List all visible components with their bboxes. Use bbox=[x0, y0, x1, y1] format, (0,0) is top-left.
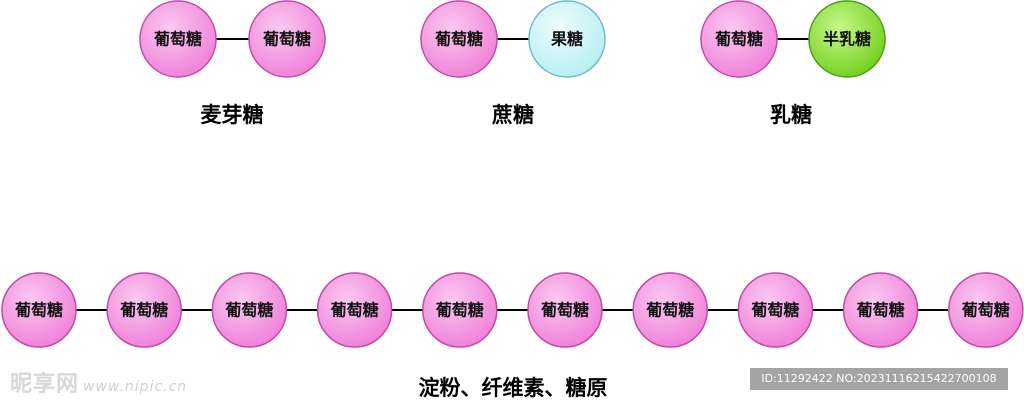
monomer-label: 葡萄糖 bbox=[540, 301, 589, 320]
monomer-node: 葡萄糖 bbox=[106, 272, 182, 348]
monomer-node: 葡萄糖 bbox=[139, 0, 217, 78]
monomer-node: 葡萄糖 bbox=[211, 272, 288, 348]
chain-nodes: 葡萄糖 葡萄糖 葡萄糖 葡萄糖 葡萄糖 葡萄糖 葡萄糖 葡萄糖 葡萄糖 葡萄糖 bbox=[1, 272, 1024, 348]
glucose-circle bbox=[422, 272, 498, 348]
glucose-circle bbox=[737, 272, 814, 348]
glucose-circle bbox=[1, 272, 77, 348]
fructose-circle bbox=[528, 0, 606, 78]
glucose-circle bbox=[948, 272, 1024, 348]
glucose-circle bbox=[106, 272, 182, 348]
monomer-node: 半乳糖 bbox=[808, 0, 886, 78]
watermark-id: ID:11292422 NO:20231116215422700108 bbox=[750, 368, 1008, 390]
glucose-circle bbox=[420, 0, 498, 78]
monomer-label: 葡萄糖 bbox=[119, 301, 168, 320]
monomer-label: 葡萄糖 bbox=[435, 301, 484, 320]
monomer-node: 葡萄糖 bbox=[316, 272, 393, 348]
monomer-node: 葡萄糖 bbox=[737, 272, 814, 348]
monomer-node: 葡萄糖 bbox=[527, 272, 603, 348]
monomer-label: 葡萄糖 bbox=[262, 30, 311, 49]
monomer-label: 葡萄糖 bbox=[330, 301, 379, 320]
disaccharide-lactose: 葡萄糖 半乳糖 乳糖 bbox=[700, 0, 886, 127]
glucose-circle bbox=[632, 272, 708, 348]
monomer-node: 葡萄糖 bbox=[700, 0, 778, 78]
monomer-node: 葡萄糖 bbox=[422, 272, 498, 348]
monomer-label: 葡萄糖 bbox=[714, 30, 763, 49]
monomer-label: 半乳糖 bbox=[823, 30, 871, 49]
monomer-node: 葡萄糖 bbox=[1, 272, 77, 348]
monomer-label: 葡萄糖 bbox=[645, 301, 694, 320]
molecule-name: 乳糖 bbox=[770, 103, 812, 127]
watermark-url: www.nipic.cn bbox=[83, 379, 188, 395]
polysaccharide-chain: 葡萄糖 葡萄糖 葡萄糖 葡萄糖 葡萄糖 葡萄糖 葡萄糖 葡萄糖 葡萄糖 葡萄糖 淀粉、纤维素、糖原 bbox=[1, 272, 1024, 400]
monomer-label: 葡萄糖 bbox=[750, 301, 799, 320]
glucose-circle bbox=[248, 0, 326, 78]
monomer-node: 葡萄糖 bbox=[948, 272, 1024, 348]
glucose-circle bbox=[700, 0, 778, 78]
glucose-circle bbox=[139, 0, 217, 78]
molecule-name: 蔗糖 bbox=[491, 103, 534, 127]
monomer-label: 葡萄糖 bbox=[434, 30, 483, 49]
monomer-node: 果糖 bbox=[528, 0, 606, 78]
glucose-circle bbox=[211, 272, 288, 348]
watermark-logo-text: 昵享网 bbox=[10, 372, 80, 397]
monomer-label: 果糖 bbox=[550, 30, 583, 49]
glucose-circle bbox=[527, 272, 603, 348]
monomer-label: 葡萄糖 bbox=[224, 301, 273, 320]
galactose-circle bbox=[808, 0, 886, 78]
monomer-label: 葡萄糖 bbox=[856, 301, 905, 320]
monomer-label: 葡萄糖 bbox=[961, 301, 1010, 320]
molecule-name: 麦芽糖 bbox=[201, 103, 264, 127]
disaccharide-maltose: 葡萄糖 葡萄糖 麦芽糖 bbox=[139, 0, 326, 127]
glucose-circle bbox=[316, 272, 393, 348]
monomer-node: 葡萄糖 bbox=[842, 272, 919, 348]
monomer-node: 葡萄糖 bbox=[632, 272, 708, 348]
monomer-node: 葡萄糖 bbox=[420, 0, 498, 78]
molecule-name: 淀粉、纤维素、糖原 bbox=[419, 376, 608, 400]
monomer-node: 葡萄糖 bbox=[248, 0, 326, 78]
monomer-label: 葡萄糖 bbox=[14, 301, 63, 320]
disaccharide-sucrose: 葡萄糖 果糖 蔗糖 bbox=[420, 0, 606, 127]
glucose-circle bbox=[842, 272, 919, 348]
monomer-label: 葡萄糖 bbox=[153, 30, 202, 49]
